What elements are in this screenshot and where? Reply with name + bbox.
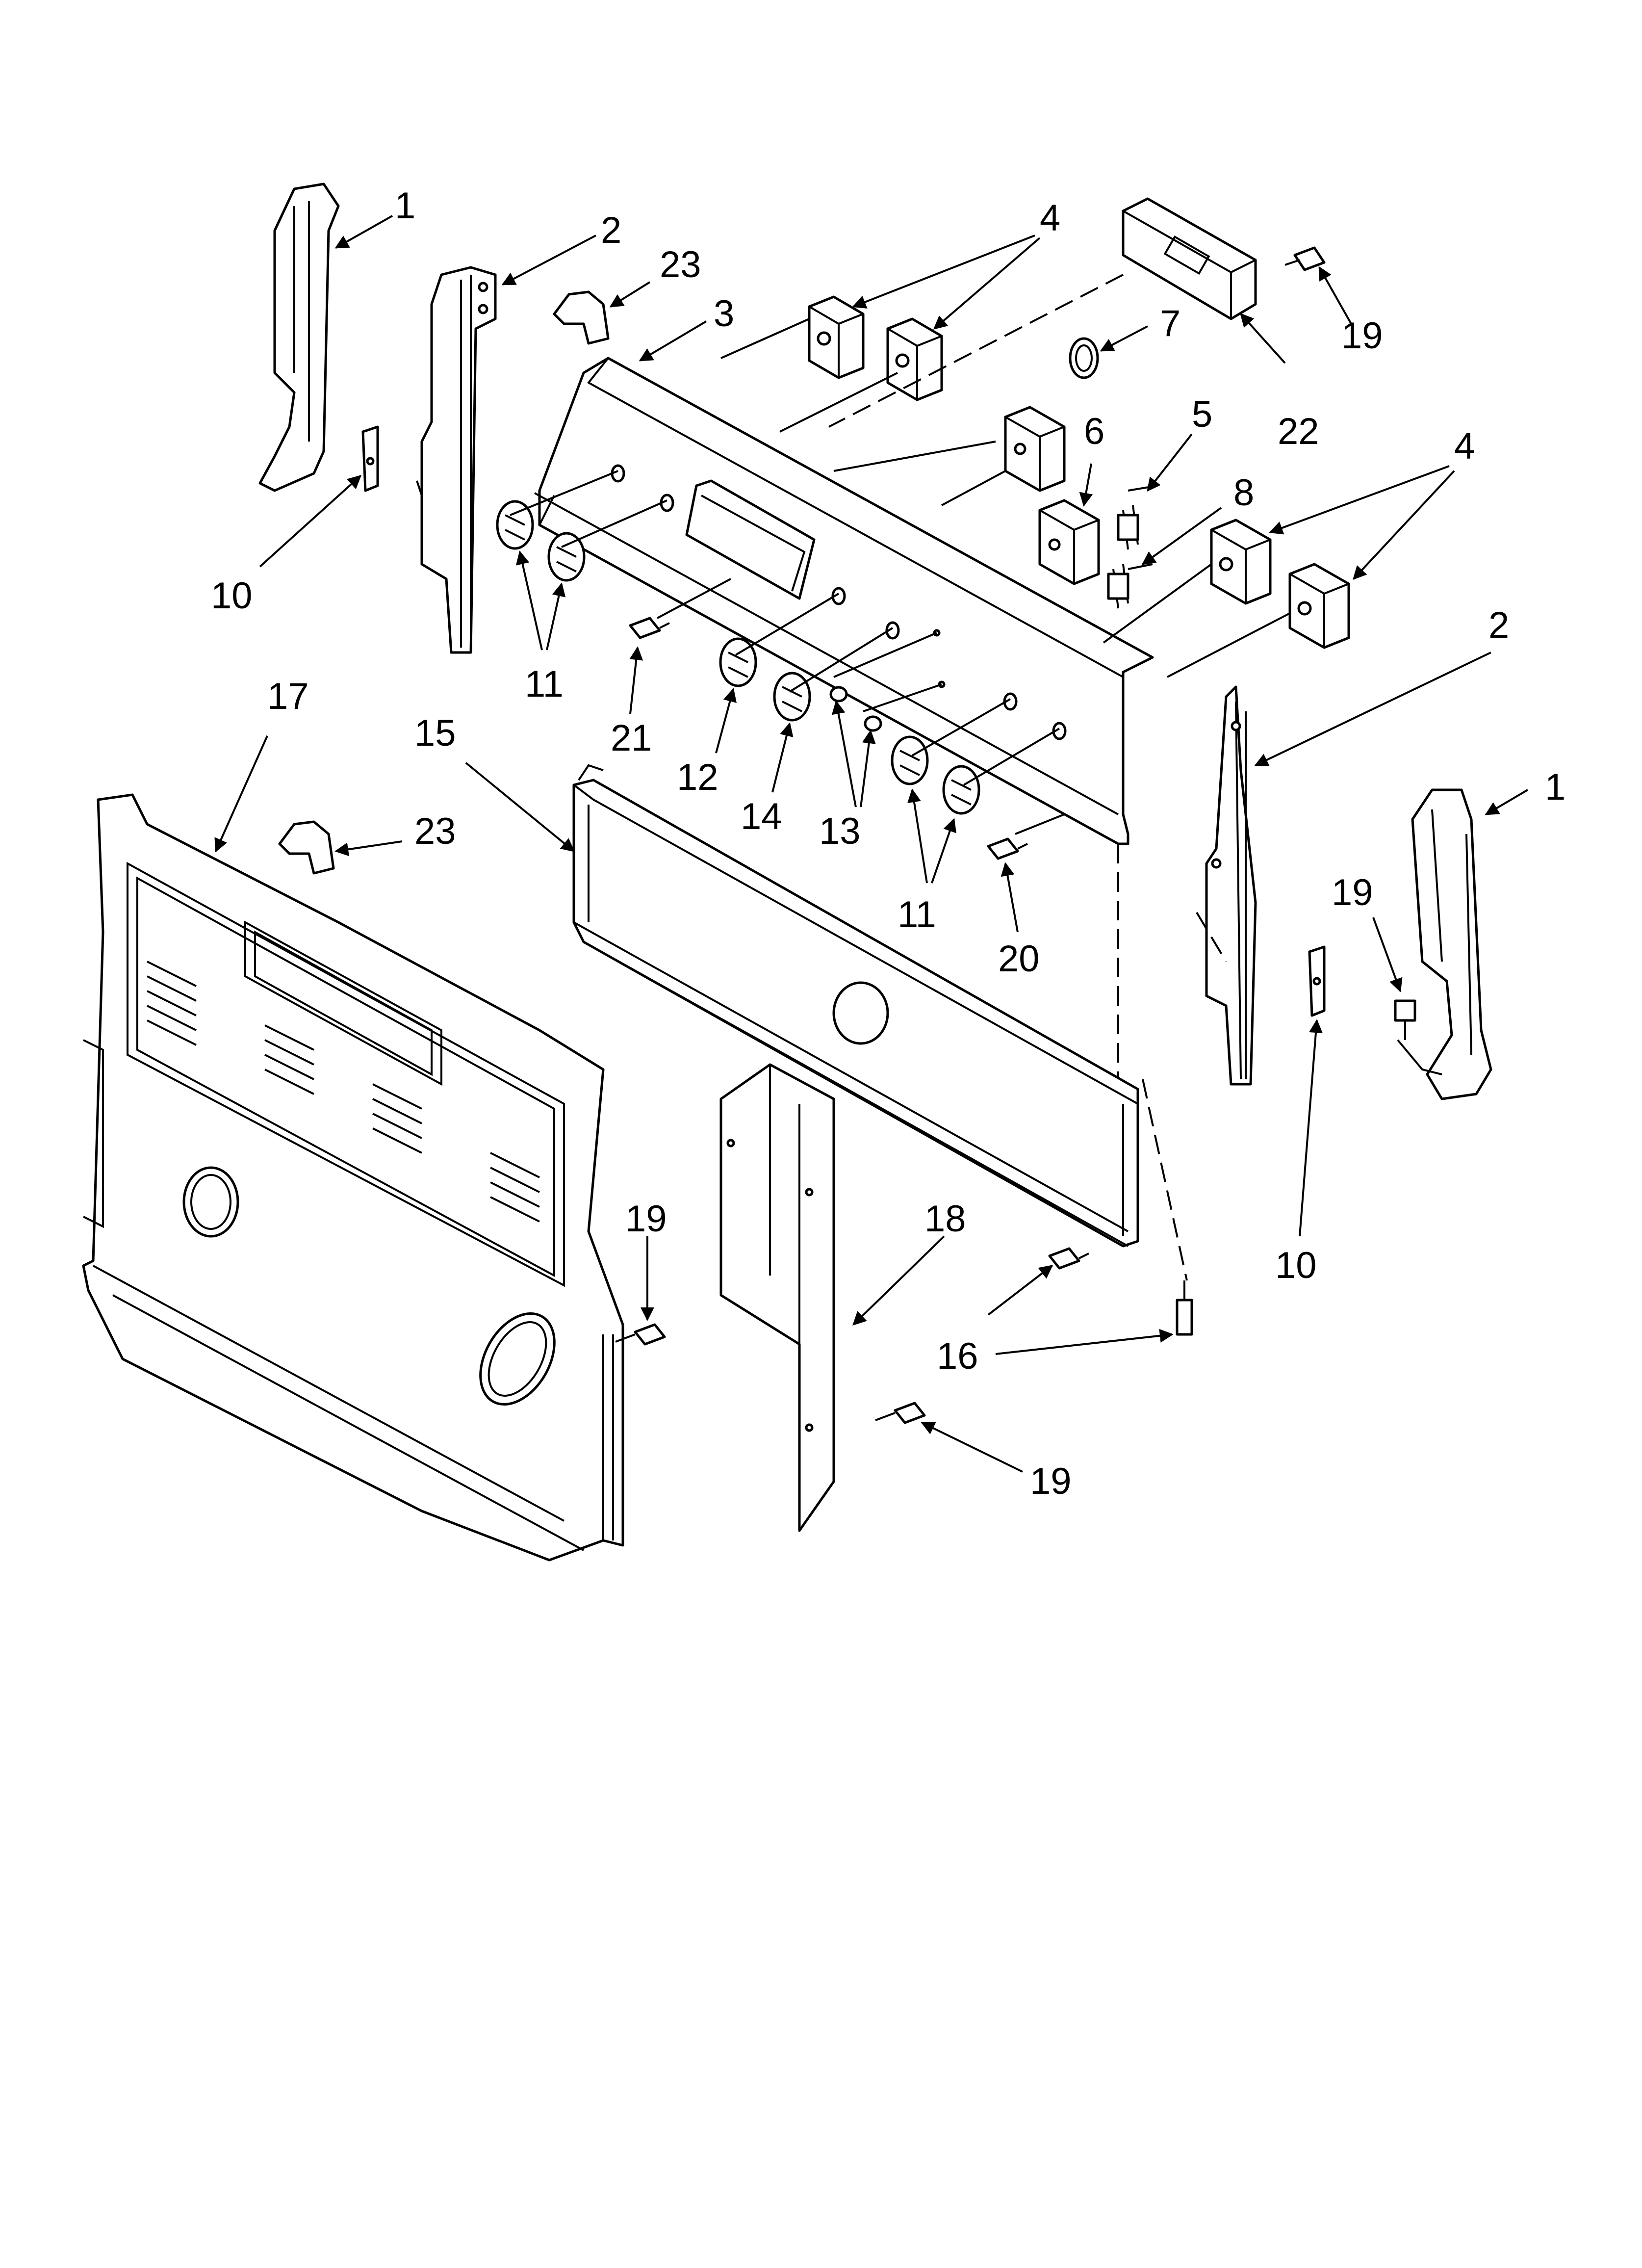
part-3-control-panel <box>534 357 1154 845</box>
part-11-right-knob-a <box>891 735 929 785</box>
callout-c5: 5 <box>1192 393 1212 435</box>
callout-c19-right: 19 <box>1332 872 1373 913</box>
alignment-lines <box>416 274 1442 1281</box>
part-5-wire-harness <box>1117 485 1158 550</box>
part-22-control-board <box>1122 197 1257 320</box>
part-19-bottom-screw <box>875 1402 926 1424</box>
part-2-right-side-bracket <box>1205 685 1257 1086</box>
part-11-left-knob-a <box>496 500 534 550</box>
part-1-left-end-cap <box>258 182 340 492</box>
part-4-right-switch-a <box>1210 519 1272 605</box>
callout-c19-mid: 19 <box>625 1198 667 1240</box>
part-2-left-side-bracket <box>420 266 497 654</box>
part-7-ring <box>1069 337 1099 379</box>
callout-numbers: 1 2 23 3 4 7 19 22 5 6 8 4 10 11 21 12 1… <box>211 185 1565 1502</box>
part-16-screw-a <box>1048 1247 1089 1270</box>
part-21-screw <box>629 617 670 639</box>
part-17-back-panel <box>82 793 624 1562</box>
part-11-left-knob-b <box>547 532 586 582</box>
part-19-top-screw <box>1284 246 1326 271</box>
part-23-top-clip <box>553 290 610 345</box>
callout-c6: 6 <box>1084 411 1104 452</box>
part-14-knob <box>773 672 811 722</box>
part-4-right-switch-b <box>1288 563 1350 649</box>
part-16-screw-b <box>1176 1280 1193 1336</box>
callout-c11-left: 11 <box>525 663 564 705</box>
callout-c3: 3 <box>714 293 734 335</box>
callout-c10-left: 10 <box>211 575 253 617</box>
callout-c22: 22 <box>1278 411 1319 452</box>
callout-c13: 13 <box>819 810 861 852</box>
part-4-top-switch-a <box>808 295 865 379</box>
callout-c1-right: 1 <box>1545 766 1565 808</box>
callout-c12: 12 <box>677 756 718 798</box>
part-19-right-screw <box>1394 999 1416 1040</box>
part-23-left-clip <box>278 820 335 875</box>
callout-c21: 21 <box>611 717 652 759</box>
part-1-right-end-cap <box>1411 788 1492 1100</box>
callout-c16: 16 <box>937 1335 978 1377</box>
part-19-mid-screw <box>615 1323 666 1346</box>
leader-lines <box>214 215 1529 1473</box>
callout-c23-left: 23 <box>414 810 456 852</box>
callout-c8: 8 <box>1233 472 1254 514</box>
callout-c1-left: 1 <box>395 185 415 227</box>
callout-c2-top: 2 <box>601 209 621 251</box>
callout-c4-top: 4 <box>1040 197 1060 239</box>
callout-c20: 20 <box>998 938 1040 980</box>
part-10-right-small-bracket <box>1308 945 1326 1017</box>
part-10-left-small-bracket <box>361 425 379 492</box>
part-6-box <box>1038 499 1100 585</box>
part-12-knob <box>719 637 757 687</box>
part-8-wire-harness <box>1107 563 1153 609</box>
part-11-right-knob-b <box>942 765 980 815</box>
callout-c11-right: 11 <box>898 894 936 936</box>
callout-c10-right: 10 <box>1275 1245 1317 1286</box>
callout-c19-top: 19 <box>1341 315 1383 357</box>
part-15-lower-panel <box>572 764 1139 1248</box>
callout-c18: 18 <box>924 1198 966 1240</box>
callout-c19-bottom: 19 <box>1030 1460 1072 1502</box>
callout-c2-right: 2 <box>1488 604 1509 646</box>
callout-c17: 17 <box>267 676 309 717</box>
part-18-channel <box>719 1063 835 1532</box>
callout-c7: 7 <box>1160 303 1180 344</box>
part-6-infinite-switch <box>1004 406 1066 492</box>
callout-c15: 15 <box>414 712 456 754</box>
part-4-top-switch-b <box>886 317 943 401</box>
part-20-screw <box>987 837 1028 860</box>
callout-c23-top: 23 <box>660 244 701 286</box>
callout-c4-right: 4 <box>1454 425 1475 467</box>
callout-c14: 14 <box>741 796 782 837</box>
